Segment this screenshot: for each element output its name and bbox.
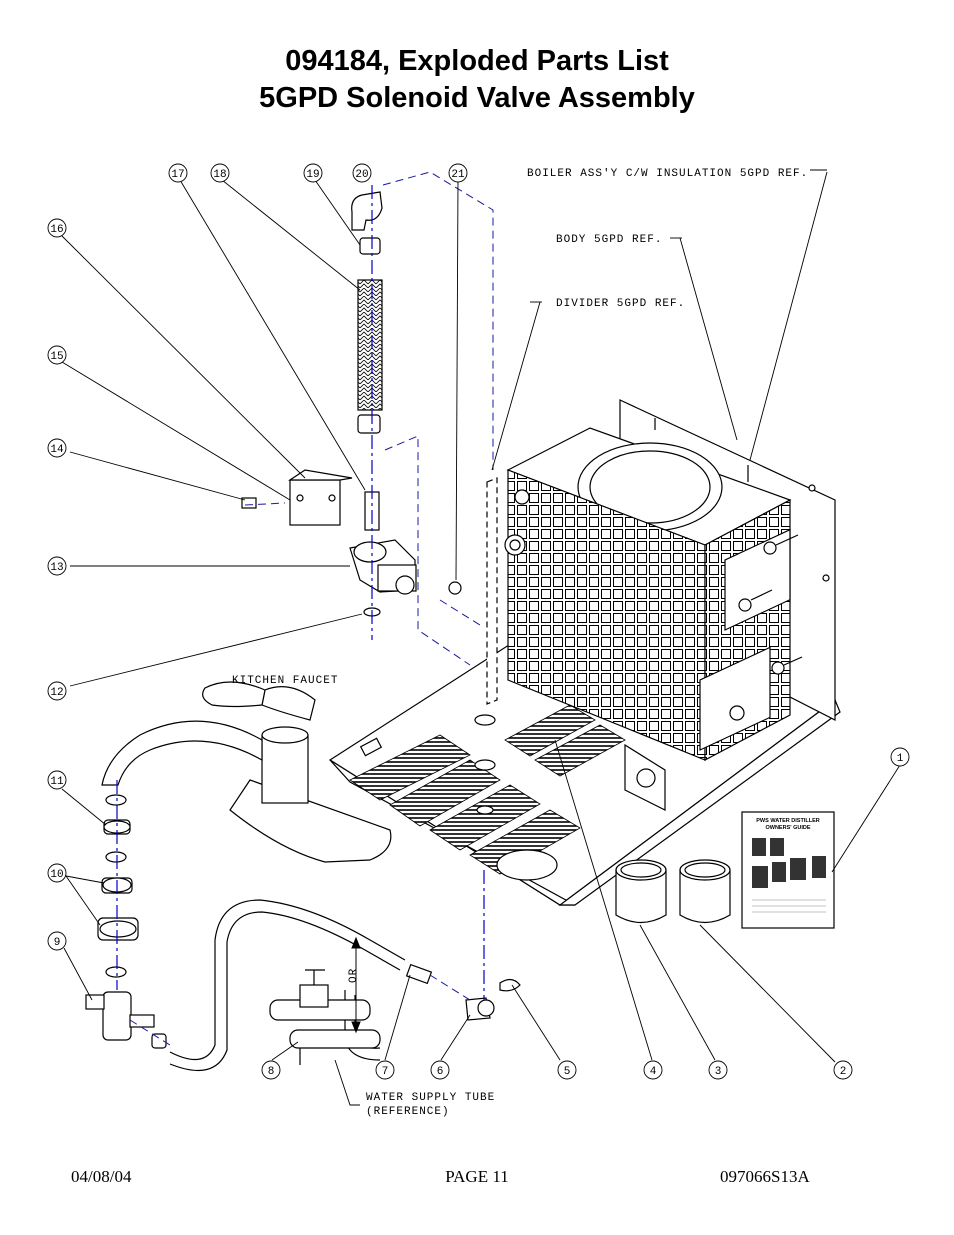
callout-circles — [47, 163, 910, 1080]
label-water-supply-tube: WATER SUPPLY TUBE — [366, 1092, 495, 1104]
footer-date: 04/08/04 — [71, 1167, 132, 1186]
callout-18: 18 — [213, 169, 226, 181]
label-body-ref: BODY 5GPD REF. — [556, 234, 662, 246]
callout-8: 8 — [268, 1066, 275, 1078]
footer-page-number: PAGE 11 — [445, 1167, 509, 1186]
callout-12: 12 — [50, 687, 63, 699]
callout-17: 17 — [171, 169, 184, 181]
guide-title-2: OWNERS' GUIDE — [765, 825, 810, 831]
callout-21: 21 — [451, 169, 465, 181]
guide-title-1: PWS WATER DISTILLER — [756, 818, 819, 824]
owners-guide: PWS WATER DISTILLER OWNERS' GUIDE — [741, 811, 835, 929]
nut-lower — [357, 414, 381, 434]
tray-vents — [349, 704, 626, 875]
label-divider-ref: DIVIDER 5GPD REF. — [556, 298, 685, 310]
page-title-line-2: 5GPD Solenoid Valve Assembly — [259, 82, 695, 114]
label-or: OR — [348, 968, 360, 983]
exploded-parts-diagram: PWS WATER DISTILLER OWNERS' GUIDE — [47, 163, 910, 1118]
leader-lines — [61, 169, 901, 1106]
page-title-line-1: 094184, Exploded Parts List — [285, 45, 669, 77]
callout-13: 13 — [50, 562, 63, 574]
screw-14 — [241, 497, 257, 509]
thermostat-bracket-lower — [699, 646, 771, 751]
elbow-fitting-20 — [351, 191, 383, 231]
callout-14: 14 — [50, 444, 64, 456]
bracket-15 — [289, 479, 341, 526]
callout-3: 3 — [715, 1066, 722, 1078]
callout-9: 9 — [54, 937, 61, 949]
nut-21 — [448, 581, 462, 595]
label-supply-reference: (REFERENCE) — [366, 1106, 450, 1118]
label-kitchen-faucet: KITCHEN FAUCET — [232, 675, 338, 687]
callout-1: 1 — [897, 753, 904, 765]
boiler-assembly — [328, 399, 841, 906]
callout-19: 19 — [306, 169, 319, 181]
inlet-fittings — [405, 963, 521, 1021]
solenoid-assembly — [241, 191, 462, 617]
callout-16: 16 — [50, 224, 63, 236]
callout-15: 15 — [50, 351, 63, 363]
dashed-guides — [129, 171, 494, 1046]
saddle-valve — [269, 969, 381, 1065]
callout-6: 6 — [437, 1066, 444, 1078]
braided-hose-18 — [357, 279, 383, 411]
callout-2: 2 — [840, 1066, 847, 1078]
callout-10: 10 — [50, 869, 63, 881]
callout-5: 5 — [564, 1066, 571, 1078]
footer-document-number: 097066S13A — [720, 1167, 810, 1186]
or-arrow — [351, 936, 361, 1034]
paste-cans — [615, 859, 731, 924]
divider-plate — [486, 477, 498, 705]
callout-11: 11 — [50, 776, 64, 788]
callout-20: 20 — [355, 169, 368, 181]
label-boiler-ref: BOILER ASS'Y C/W INSULATION 5GPD REF. — [527, 168, 808, 180]
callout-4: 4 — [650, 1066, 657, 1078]
nut-19 — [359, 237, 381, 255]
centerlines — [116, 185, 485, 1000]
callout-7: 7 — [382, 1066, 389, 1078]
kitchen-faucet — [101, 681, 392, 863]
